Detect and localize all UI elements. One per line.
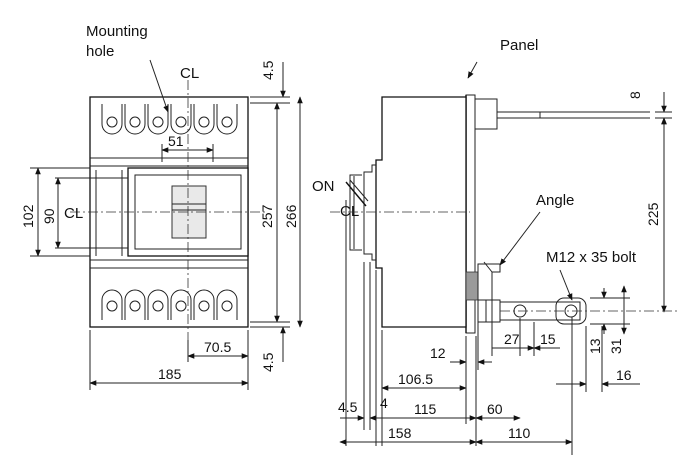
terminal-slot xyxy=(147,289,169,320)
side-view: ON CL 8 225 Angle M12 x 35 bol xyxy=(312,37,680,334)
terminal-screw xyxy=(106,300,118,312)
terminal-slot xyxy=(124,104,146,135)
dim-depth-4: 4 xyxy=(380,395,388,411)
terminal-screw xyxy=(198,116,210,128)
terminal-screw xyxy=(152,116,164,128)
terminal-slot xyxy=(170,289,192,320)
terminal-slot xyxy=(124,289,146,320)
dim-bar-27: 27 xyxy=(504,331,520,347)
on-label: ON xyxy=(312,178,335,195)
angle-label: Angle xyxy=(536,192,574,209)
terminal-slot xyxy=(193,289,215,320)
terminal-slot xyxy=(147,104,169,135)
terminal-slot xyxy=(170,104,192,135)
terminal-slot xyxy=(216,289,238,320)
dim-depth-106-5: 106.5 xyxy=(398,371,433,387)
terminal-block xyxy=(465,271,479,301)
terminal-screw xyxy=(175,300,187,312)
dim-bar-15: 15 xyxy=(540,331,556,347)
front-view: CL CL xyxy=(64,65,265,340)
terminal-slot xyxy=(216,104,238,135)
terminal-screw xyxy=(175,116,187,128)
terminal-screw xyxy=(221,300,233,312)
centerline-label-side: CL xyxy=(340,203,359,220)
centerline-label-front: CL xyxy=(64,205,83,222)
terminal-screw xyxy=(129,300,141,312)
bolt-label: M12 x 35 bolt xyxy=(546,249,637,266)
terminal-slot xyxy=(193,104,215,135)
terminal-screw xyxy=(129,116,141,128)
dim-bar-13: 13 xyxy=(587,338,603,354)
terminal-slot xyxy=(101,289,123,320)
terminal-screw xyxy=(221,116,233,128)
panel-label: Panel xyxy=(500,37,538,54)
terminal-screw xyxy=(106,116,118,128)
dim-height-266: 266 xyxy=(283,204,299,228)
dim-front-bottom-gap: 4.5 xyxy=(260,352,276,372)
mounting-hole-label-1: Mounting xyxy=(86,23,148,40)
dim-bar-16: 16 xyxy=(616,367,632,383)
dim-depth-158: 158 xyxy=(388,425,412,441)
dim-hole-pitch: 51 xyxy=(168,133,184,149)
front-dimensions: 4.5 257 266 4.5 102 90 51 70.5 185 xyxy=(20,60,303,390)
dim-offset-70-5: 70.5 xyxy=(204,339,231,355)
dim-depth-4-5: 4.5 xyxy=(338,399,358,415)
terminal-slot xyxy=(101,104,123,135)
dim-depth-115: 115 xyxy=(414,401,437,417)
terminal-screw xyxy=(152,300,164,312)
dim-depth-110: 110 xyxy=(508,425,531,441)
dim-depth-12: 12 xyxy=(430,345,446,361)
angle-bracket xyxy=(477,263,501,301)
dim-panel-thickness: 8 xyxy=(627,91,643,99)
top-terminal-slots xyxy=(101,104,238,135)
dim-height-257: 257 xyxy=(259,204,275,228)
mounting-hole-label-2: hole xyxy=(86,43,114,60)
dim-width-102: 102 xyxy=(20,204,36,228)
side-dimensions: 13 31 27 15 12 16 106.5 4.5 4 xyxy=(338,200,640,455)
terminal-screw xyxy=(198,300,210,312)
dim-height-225: 225 xyxy=(645,202,661,226)
dim-depth-60: 60 xyxy=(487,401,503,417)
centerline-label-top: CL xyxy=(180,65,199,82)
dim-width-185: 185 xyxy=(158,366,182,382)
bottom-terminal-slots xyxy=(101,289,238,320)
dim-front-top-gap: 4.5 xyxy=(260,60,276,80)
dim-bar-31: 31 xyxy=(608,338,624,354)
dim-width-90: 90 xyxy=(41,208,57,224)
